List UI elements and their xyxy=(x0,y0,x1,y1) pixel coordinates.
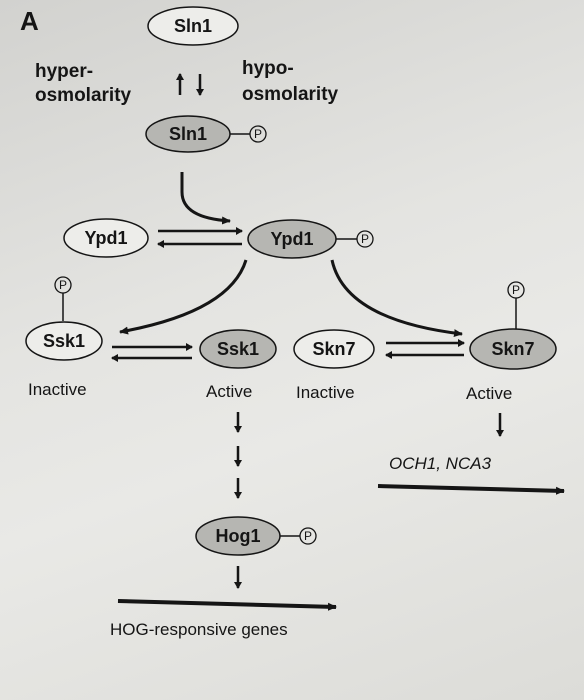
svg-text:Hog1: Hog1 xyxy=(216,526,261,546)
sln1-to-ypd1-arrow xyxy=(180,172,231,225)
svg-text:Ssk1: Ssk1 xyxy=(217,339,259,359)
svg-text:P: P xyxy=(512,283,520,297)
hog-responsive-genes-label: HOG-responsive genes xyxy=(110,620,288,639)
ssk1-inactive-label: Inactive xyxy=(28,380,87,399)
svg-text:Sln1: Sln1 xyxy=(169,124,207,144)
hyperosmolarity-label: hyper- osmolarity xyxy=(35,61,132,106)
svg-text:Skn7: Skn7 xyxy=(312,339,355,359)
svg-text:hyper-: hyper- xyxy=(35,61,93,82)
svg-text:Ssk1: Ssk1 xyxy=(43,331,85,351)
ypd1-to-skn7-arrow xyxy=(330,259,463,338)
ssk1-equilibrium-arrows xyxy=(111,343,193,362)
svg-text:Ypd1: Ypd1 xyxy=(270,229,313,249)
skn7-phosphorylated-node: P Skn7 xyxy=(469,281,557,370)
svg-text:P: P xyxy=(254,127,262,141)
ypd1-phosphorylated-node: Ypd1 P xyxy=(247,219,374,259)
svg-text:P: P xyxy=(304,529,312,543)
svg-text:osmolarity: osmolarity xyxy=(35,85,132,106)
ypd1-node: Ypd1 xyxy=(63,218,149,258)
hog1-phosphorylated-node: Hog1 P xyxy=(195,516,317,556)
hypoosmolarity-label: hypo- osmolarity xyxy=(242,58,339,105)
svg-text:Skn7: Skn7 xyxy=(491,339,534,359)
sln1-interconversion-arrows xyxy=(176,73,204,96)
skn7-target-genes: OCH1, NCA3 xyxy=(389,454,492,473)
svg-text:Ypd1: Ypd1 xyxy=(84,228,127,248)
ssk1-phosphorylated-node: P Ssk1 xyxy=(25,276,103,361)
svg-text:P: P xyxy=(59,278,67,292)
svg-text:Sln1: Sln1 xyxy=(174,16,212,36)
svg-text:P: P xyxy=(361,232,369,246)
ypd1-to-ssk1-arrow xyxy=(119,259,248,335)
panel-label: A xyxy=(20,6,39,36)
skn7-equilibrium-arrows xyxy=(385,339,465,359)
skn7-inactive-label: Inactive xyxy=(296,383,355,402)
sln1-node: Sln1 xyxy=(147,6,239,46)
skn7-transcription-arrow xyxy=(377,484,565,495)
svg-text:osmolarity: osmolarity xyxy=(242,84,339,105)
phosphate-icon xyxy=(249,125,267,143)
ypd1-equilibrium-arrows xyxy=(157,227,243,248)
hog-transcription-arrow xyxy=(117,599,337,611)
sln1-phosphorylated-node: Sln1 P xyxy=(145,115,267,153)
skn7-active-label: Active xyxy=(466,384,512,403)
phosphate-icon xyxy=(299,527,317,545)
phosphate-icon xyxy=(356,230,374,248)
skn7-inactive-node: Skn7 xyxy=(293,329,375,369)
ssk1-active-label: Active xyxy=(206,382,252,401)
ssk1-active-node: Ssk1 xyxy=(199,329,277,369)
svg-text:hypo-: hypo- xyxy=(242,58,294,79)
